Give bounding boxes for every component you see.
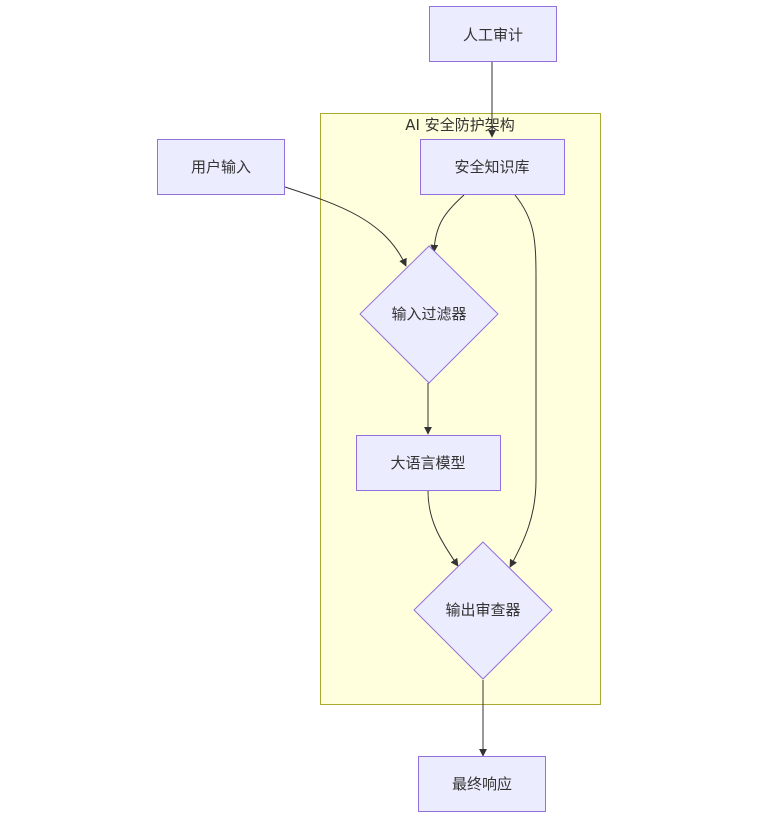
edge-knowledge-to-checker xyxy=(509,194,537,568)
edge-userinput-to-filter xyxy=(284,186,407,267)
subgraph-title: AI 安全防护架构 xyxy=(405,116,514,134)
node-audit[interactable]: 人工审计 xyxy=(429,6,557,62)
node-user-input-label: 用户输入 xyxy=(191,158,251,176)
node-llm[interactable]: 大语言模型 xyxy=(356,435,501,491)
node-knowledge[interactable]: 安全知识库 xyxy=(420,139,565,195)
node-input-filter-label: 输入过滤器 xyxy=(391,305,466,323)
node-llm-label: 大语言模型 xyxy=(390,454,465,472)
node-final-response-label: 最终响应 xyxy=(452,775,512,793)
node-output-checker[interactable]: 输出审查器 xyxy=(413,541,553,680)
node-output-checker-label: 输出审查器 xyxy=(445,601,520,619)
edge-llm-to-checker xyxy=(427,490,459,567)
node-audit-label: 人工审计 xyxy=(463,26,523,44)
edge-knowledge-to-filter xyxy=(430,194,465,253)
node-input-filter[interactable]: 输入过滤器 xyxy=(359,245,499,384)
edges xyxy=(284,62,537,757)
node-final-response[interactable]: 最终响应 xyxy=(418,756,546,812)
node-knowledge-label: 安全知识库 xyxy=(454,158,529,176)
node-user-input[interactable]: 用户输入 xyxy=(157,139,285,195)
